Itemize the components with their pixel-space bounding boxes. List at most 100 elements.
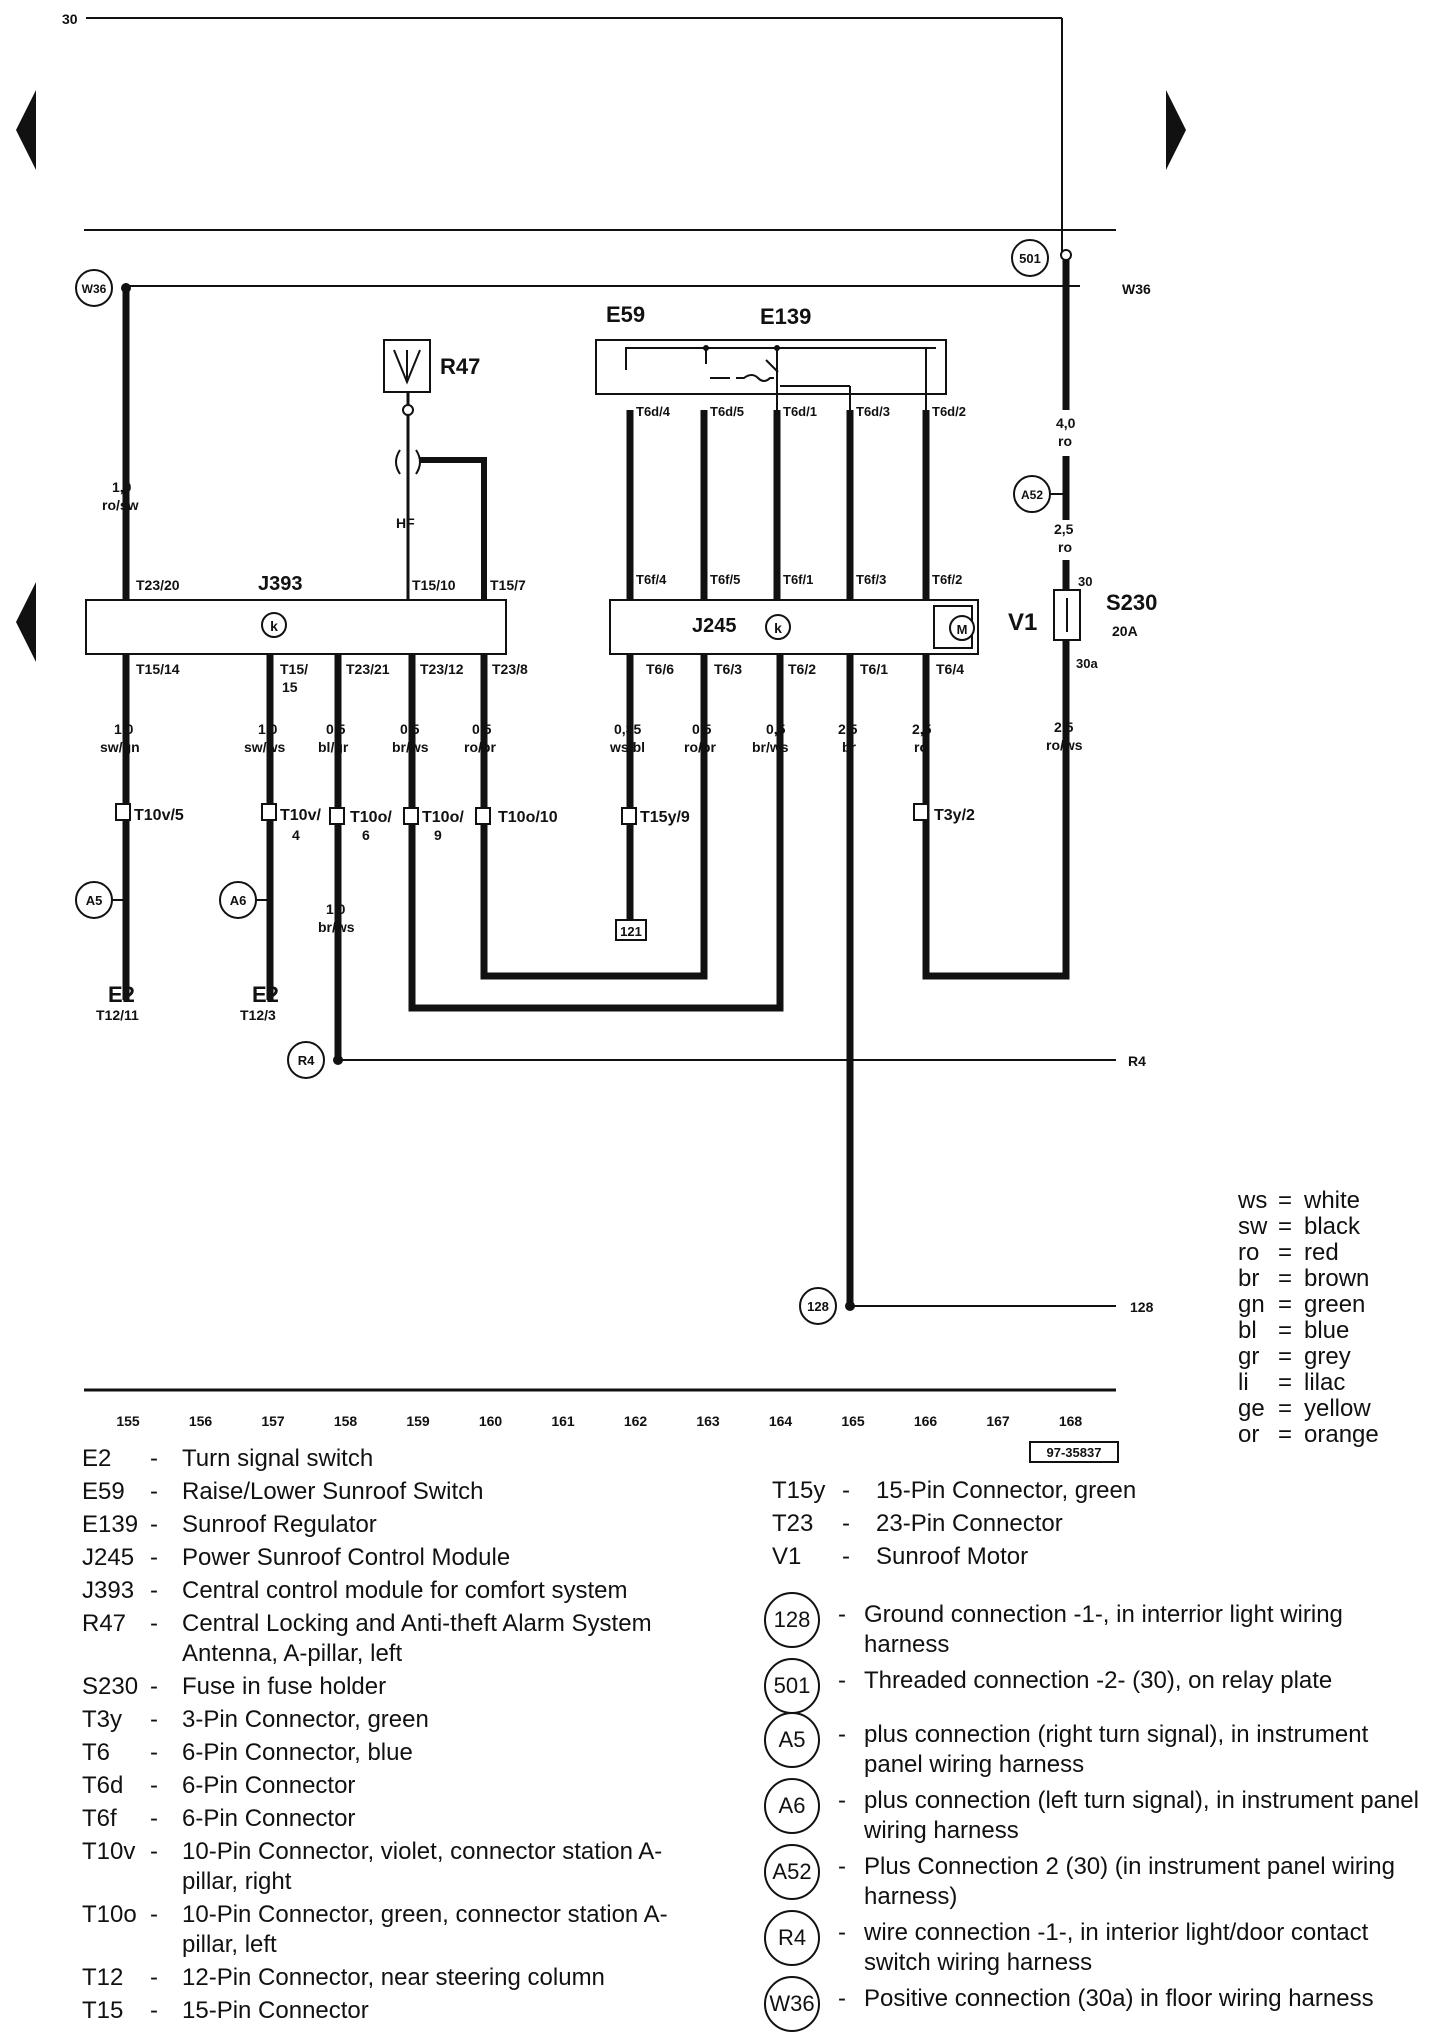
circle-a6: A6 [219, 881, 257, 919]
component-description: Sunroof Motor [876, 1543, 1029, 1570]
node-501 [1060, 249, 1072, 261]
component-code: T23 [772, 1510, 814, 1537]
component-list-item: T6d-6-Pin Connector [82, 1771, 702, 1801]
component-code: T3y [82, 1706, 123, 1733]
svg-text:W36: W36 [82, 282, 107, 296]
component-description: 15-Pin Connector [182, 1997, 369, 2024]
next-page-arrow-icon[interactable] [1166, 90, 1186, 170]
terminal-30-label: 30 [62, 11, 78, 27]
svg-text:ro/br: ro/br [464, 739, 496, 755]
component-description: 10-Pin Connector, green, connector stati… [182, 1901, 668, 1958]
dash: - [150, 1544, 158, 1571]
component-code: T6f [82, 1805, 117, 1832]
scale-number: 164 [769, 1413, 793, 1429]
connection-list: 128-Ground connection -1-, in interrior … [764, 1592, 1424, 2038]
component-list-item: E2-Turn signal switch [82, 1444, 702, 1474]
prev-page-arrow-icon[interactable] [16, 90, 36, 170]
connector-t10v5: T10v/5 [115, 803, 184, 824]
color-name: green [1304, 1291, 1366, 1318]
scale-number: 166 [914, 1413, 938, 1429]
component-code: R47 [82, 1610, 127, 1637]
svg-text:T23/21: T23/21 [346, 661, 390, 677]
color-name: black [1304, 1213, 1361, 1240]
svg-text:J393: J393 [258, 573, 303, 595]
dash: - [150, 1673, 158, 1700]
component-description: 6-Pin Connector [182, 1805, 356, 1832]
svg-text:br/ws: br/ws [318, 919, 355, 935]
connector-t3y2: T3y/2 [913, 803, 975, 824]
dash: - [838, 1919, 846, 1946]
dash: - [150, 1901, 158, 1928]
svg-text:0,5: 0,5 [766, 721, 786, 737]
svg-text:2,5: 2,5 [1054, 719, 1074, 735]
svg-text:S230: S230 [1106, 590, 1157, 615]
svg-text:T10v/: T10v/ [280, 807, 321, 824]
component-list-item: T6f -6-Pin Connector [82, 1804, 702, 1834]
component-description: Power Sunroof Control Module [182, 1544, 511, 1571]
connection-list-item: R4-wire connection -1-, in interior ligh… [764, 1910, 1424, 1978]
fuse-s230 [1053, 589, 1081, 641]
color-legend-row: or=orange [1238, 1422, 1379, 1448]
svg-text:T15/: T15/ [280, 661, 308, 677]
color-legend-row: gr=grey [1238, 1344, 1379, 1370]
component-code: T6 [82, 1739, 111, 1766]
dash: - [150, 1511, 158, 1538]
svg-text:0,35: 0,35 [614, 721, 641, 737]
connection-description: Positive connection (30a) in floor wirin… [864, 1985, 1374, 2012]
equals-sign: = [1278, 1213, 1293, 1240]
color-name: white [1304, 1187, 1361, 1214]
component-description: 10-Pin Connector, violet, connector stat… [182, 1838, 663, 1895]
svg-text:T10o/: T10o/ [422, 809, 464, 826]
dash: - [150, 1577, 158, 1604]
prev-page-arrow-lower-icon[interactable] [16, 582, 36, 662]
svg-text:T6/4: T6/4 [936, 661, 964, 677]
equals-sign: = [1278, 1421, 1293, 1448]
svg-text:0,5: 0,5 [472, 721, 492, 737]
dash: - [150, 1805, 158, 1832]
component-list-item: T10o-10-Pin Connector, green, connector … [82, 1900, 702, 1960]
svg-text:T6f/3: T6f/3 [856, 572, 886, 587]
connection-description: Threaded connection -2- (30), on relay p… [864, 1667, 1333, 1694]
circle-128: 128 [799, 1287, 837, 1325]
connector-t10o6: T10o/ 6 [329, 807, 392, 843]
dash: - [150, 1772, 158, 1799]
component-code: T12 [82, 1964, 124, 1991]
svg-text:97-35837: 97-35837 [1047, 1445, 1102, 1460]
svg-text:HF: HF [396, 515, 415, 531]
scale-number: 168 [1059, 1413, 1083, 1429]
svg-text:R4: R4 [298, 1053, 315, 1068]
component-description: 3-Pin Connector, green [182, 1706, 429, 1733]
connection-circle: A5 [764, 1712, 820, 1768]
dash: - [150, 1997, 158, 2024]
component-list-item: S230-Fuse in fuse holder [82, 1672, 702, 1702]
connection-circle: A52 [764, 1844, 820, 1900]
svg-text:M: M [957, 622, 968, 637]
scale-number: 163 [696, 1413, 720, 1429]
component-code: T10v [82, 1838, 136, 1865]
dash: - [838, 1985, 846, 2012]
component-description: 23-Pin Connector [876, 1510, 1063, 1537]
box-121: 121 [615, 919, 647, 941]
svg-text:E2: E2 [108, 982, 135, 1007]
svg-text:T10v/5: T10v/5 [134, 807, 184, 824]
color-legend-row: bl=blue [1238, 1318, 1379, 1344]
component-description: Central Locking and Anti-theft Alarm Sys… [182, 1610, 652, 1667]
component-code: T6d [82, 1772, 124, 1799]
equals-sign: = [1278, 1265, 1293, 1292]
connector-t15y9: T15y/9 [621, 807, 690, 826]
reference-id: 97-35837 [1029, 1441, 1119, 1463]
component-list-item: J393-Central control module for comfort … [82, 1576, 702, 1606]
svg-text:128: 128 [1130, 1299, 1154, 1315]
connection-circle: A6 [764, 1778, 820, 1834]
svg-text:bl/gr: bl/gr [318, 739, 349, 755]
svg-text:T12/11: T12/11 [96, 1007, 139, 1023]
dash: - [842, 1543, 850, 1570]
component-list-item: T10v-10-Pin Connector, violet, connector… [82, 1837, 702, 1897]
circle-501: 501 [1011, 239, 1049, 277]
equals-sign: = [1278, 1239, 1293, 1266]
circle-a52: A52 [1013, 475, 1051, 513]
svg-text:T6/1: T6/1 [860, 661, 888, 677]
svg-text:T23/20: T23/20 [136, 577, 180, 593]
scale-number: 162 [624, 1413, 648, 1429]
